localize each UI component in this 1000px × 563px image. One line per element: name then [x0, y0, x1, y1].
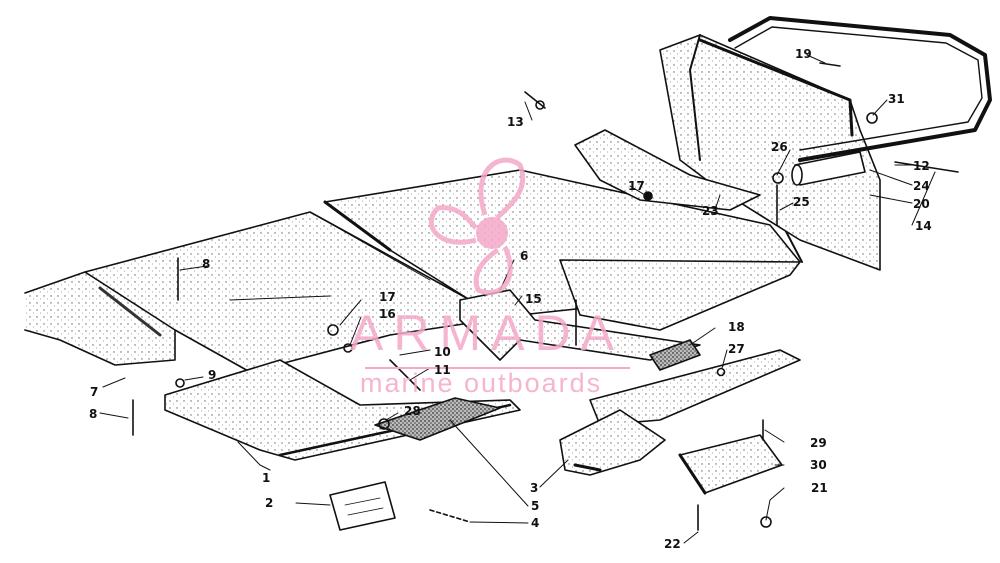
callout-24: 24 — [913, 179, 930, 193]
watermark-tagline: marine outboards — [360, 368, 603, 398]
watermark-brand: ARMADA — [350, 305, 624, 361]
callout-14: 14 — [915, 219, 932, 233]
callout-11: 11 — [434, 363, 451, 377]
callout-28: 28 — [404, 404, 421, 418]
callout-17-left: 17 — [379, 290, 396, 304]
callout-20: 20 — [913, 197, 930, 211]
callout-22: 22 — [664, 537, 681, 551]
mounting-bracket — [559, 409, 666, 476]
callout-17-right: 17 — [628, 179, 645, 193]
front-lower-panel — [164, 359, 521, 461]
reflector — [649, 339, 701, 371]
callout-15: 15 — [525, 292, 542, 306]
rear-bracket — [574, 129, 761, 211]
bolt-14 — [894, 161, 959, 173]
callout-30: 30 — [810, 458, 827, 472]
callout-21: 21 — [811, 481, 828, 495]
bolt-13 — [524, 91, 546, 109]
callout-19: 19 — [795, 47, 812, 61]
callout-1: 1 — [262, 471, 271, 485]
callout-31: 31 — [888, 92, 905, 106]
callout-26: 26 — [771, 140, 788, 154]
small-plate — [329, 481, 396, 531]
propeller-logo — [428, 157, 526, 296]
handle-rail — [728, 16, 992, 162]
callout-6: 6 — [520, 249, 529, 263]
callout-5: 5 — [531, 499, 540, 513]
callout-27: 27 — [728, 342, 745, 356]
callout-7: 7 — [90, 385, 99, 399]
callout-10: 10 — [434, 345, 451, 359]
bolt-19 — [819, 62, 841, 67]
callout-4: 4 — [531, 516, 540, 530]
callout-25: 25 — [793, 195, 810, 209]
cushion-pad — [374, 397, 501, 441]
callout-13: 13 — [507, 115, 524, 129]
bolt-11 — [389, 359, 421, 391]
callout-18: 18 — [728, 320, 745, 334]
rear-cowl-box — [659, 34, 881, 271]
callout-8-bottom: 8 — [89, 407, 98, 421]
callout-29: 29 — [810, 436, 827, 450]
callout-2: 2 — [265, 496, 274, 510]
callout-12: 12 — [913, 159, 930, 173]
step-plate — [679, 434, 783, 494]
callout-8-top: 8 — [202, 257, 211, 271]
callout-23: 23 — [702, 204, 719, 218]
callout-16: 16 — [379, 307, 396, 321]
callout-9: 9 — [208, 368, 217, 382]
callout-3: 3 — [530, 481, 539, 495]
